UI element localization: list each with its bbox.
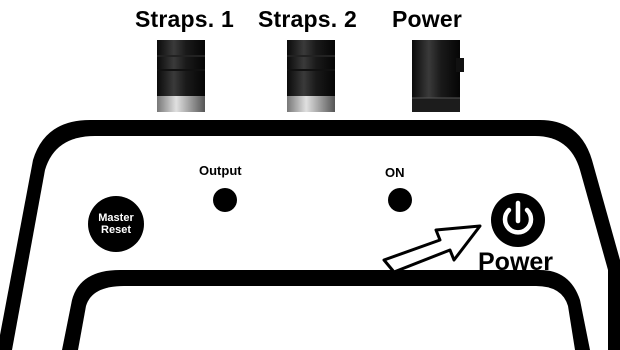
pointer-arrow-icon (382, 224, 482, 274)
power-connector[interactable] (408, 40, 464, 112)
power-connector-label: Power (392, 6, 463, 32)
master-reset-button[interactable]: Master Reset (88, 196, 144, 252)
on-led (388, 188, 412, 212)
straps-1-connector-label: Straps. 1 (135, 6, 234, 32)
output-indicator-label: Output (199, 163, 242, 178)
display-panel (62, 270, 590, 350)
output-led (213, 188, 237, 212)
straps-2-connector-label: Straps. 2 (258, 6, 357, 32)
on-indicator-label: ON (385, 165, 405, 180)
power-button-label: Power (478, 248, 554, 276)
power-symbol-icon (502, 200, 534, 235)
power-button[interactable] (491, 193, 545, 247)
straps-1-connector[interactable] (153, 40, 209, 112)
master-reset-label-line2: Reset (101, 224, 131, 236)
master-reset-label-line1: Master (98, 212, 134, 224)
straps-2-connector[interactable] (283, 40, 339, 112)
